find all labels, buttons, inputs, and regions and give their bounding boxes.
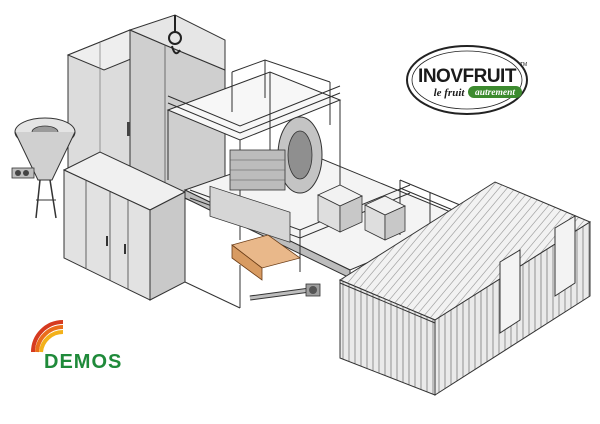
demos-brand: DEMOS <box>44 351 122 373</box>
electrical-cabinet <box>62 151 187 301</box>
output-tray <box>184 234 301 309</box>
screw-conveyor <box>249 283 321 301</box>
inovfruit-brand: INOVFRUIT <box>418 66 517 87</box>
inovfruit-tagline-suffix: autrement <box>475 88 515 98</box>
shipping-container <box>338 181 592 396</box>
inovfruit-tagline-prefix: le fruit <box>434 87 466 99</box>
feed-hopper <box>11 117 76 219</box>
drum-assembly <box>209 116 323 243</box>
control-boxes <box>317 184 406 241</box>
crane-hook <box>168 15 182 55</box>
inovfruit-logo: INOVFRUIT TM le fruit autrement <box>406 45 528 115</box>
demos-logo: DEMOS <box>31 320 122 373</box>
inovfruit-tm: TM <box>520 62 527 68</box>
